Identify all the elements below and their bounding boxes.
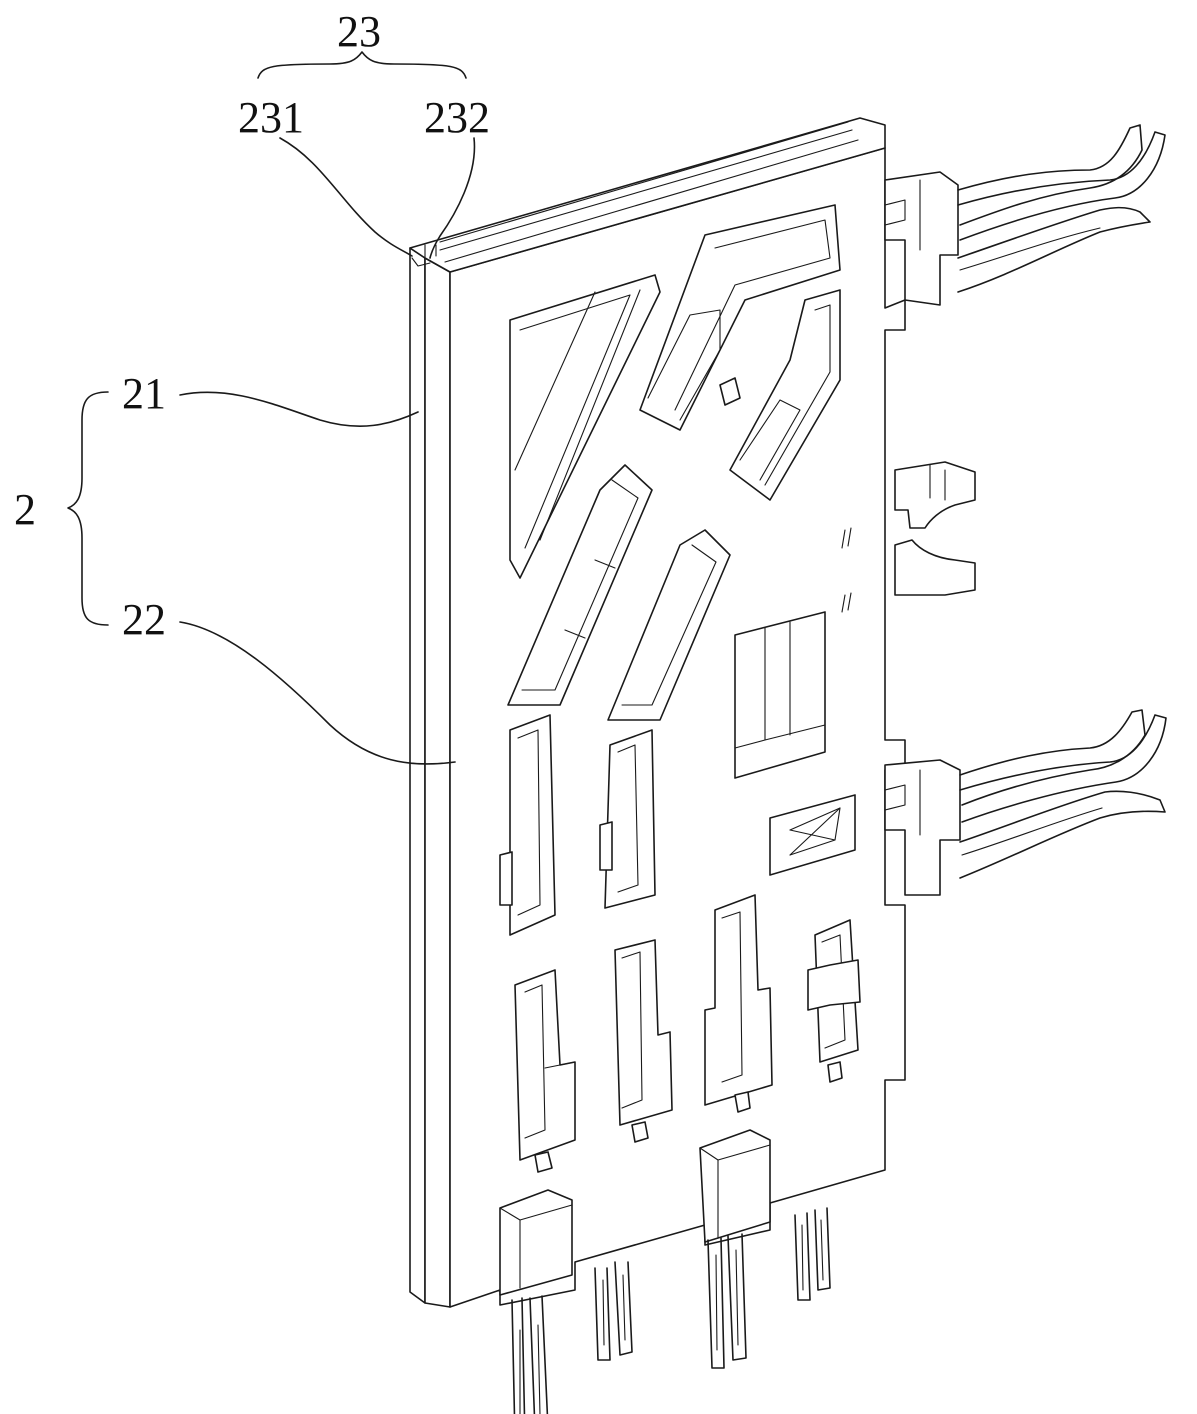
bottom-pin-group-4: [794, 1207, 831, 1301]
bottom-pin-group-1: [511, 1295, 549, 1414]
right-middle-contacts: [894, 461, 976, 596]
lower-vertical-slot-2: [614, 939, 673, 1143]
leader-22: [179, 621, 456, 765]
bottom-pin-group-2: [594, 1261, 633, 1361]
middle-vertical-slot-1: [499, 714, 556, 936]
top-rail: [409, 117, 886, 273]
middle-diagonal-slot-1: [507, 464, 653, 706]
center-rectangle-window: [734, 611, 826, 779]
label-2: 2: [14, 485, 36, 534]
leader-231: [279, 137, 413, 257]
bottom-pin-group-3: [707, 1233, 747, 1369]
upper-diagonal-window: [509, 274, 661, 579]
leader-21: [179, 391, 419, 427]
lower-vertical-slot-4: [807, 919, 861, 1083]
bracket-2: [67, 391, 109, 626]
small-slot-marks: [841, 527, 852, 613]
lower-vertical-slot-3: [704, 894, 773, 1113]
small-bowtie-window: [769, 794, 856, 876]
upper-angled-slot-1: [639, 204, 841, 431]
upper-angled-slot-2: [729, 289, 841, 501]
right-upper-clip: [884, 171, 959, 306]
bottom-block-left: [499, 1189, 573, 1296]
label-21: 21: [122, 369, 166, 418]
right-lower-clip: [884, 759, 961, 896]
right-lower-springs: [959, 709, 1167, 879]
middle-vertical-slot-2: [599, 729, 656, 909]
bottom-block-right: [699, 1129, 771, 1243]
bracket-23: [257, 51, 467, 79]
lower-vertical-slot-1: [514, 969, 576, 1173]
label-232: 232: [424, 93, 490, 142]
right-upper-springs: [957, 124, 1166, 293]
label-23: 23: [337, 7, 381, 56]
label-22: 22: [122, 595, 166, 644]
leader-232: [429, 137, 476, 259]
label-231: 231: [238, 93, 304, 142]
middle-diagonal-slot-2: [607, 529, 731, 721]
